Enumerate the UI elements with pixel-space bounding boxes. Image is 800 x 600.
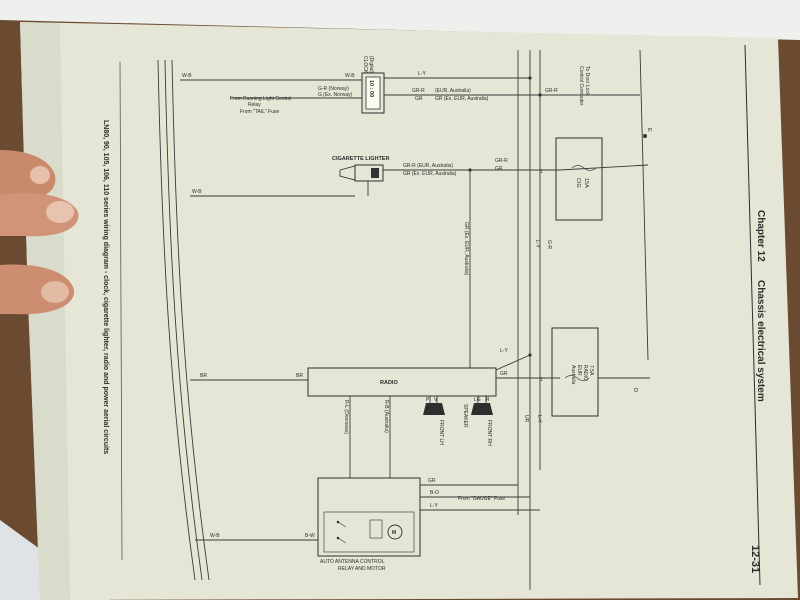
svg-text:W-B: W-B <box>182 73 192 79</box>
svg-text:L-Y: L-Y <box>536 415 542 423</box>
svg-text:W-B: W-B <box>192 189 202 195</box>
svg-text:L-Y: L-Y <box>500 348 508 354</box>
svg-text:G-R (Norway): G-R (Norway) <box>318 86 349 92</box>
svg-text:From "TAIL" Fuse: From "TAIL" Fuse <box>240 109 280 115</box>
svg-text:L-Y: L-Y <box>534 240 540 248</box>
chapter-heading: Chapter 12 <box>755 210 766 262</box>
radio-wires: BR BR GR L-Y G-R L-Y 1 <box>190 240 560 383</box>
svg-text:BR: BR <box>296 373 303 379</box>
clock-sub-label: (Digital) <box>368 56 374 74</box>
clock-wires: W-B W-B L-Y GR-R GR (EUR, Australia) GR … <box>180 66 640 115</box>
svg-text:BR: BR <box>200 373 207 379</box>
svg-text:CIGARETTE LIGHTER: CIGARETTE LIGHTER <box>332 156 389 162</box>
svg-text:V: V <box>434 397 438 403</box>
svg-text:M: M <box>392 530 396 536</box>
left-bus-rails <box>157 59 210 581</box>
svg-text:B-W: B-W <box>305 533 315 539</box>
svg-text:GR-R: GR-R <box>545 88 558 94</box>
page-number: 12-31 <box>749 545 761 573</box>
speaker-right: FRONT RH LG R <box>471 396 493 446</box>
svg-text:Relay: Relay <box>248 102 261 108</box>
svg-text:7.5A: 7.5A <box>588 365 594 376</box>
connector-e: E <box>646 128 652 132</box>
section-heading: Chassis electrical system <box>755 280 766 402</box>
svg-text:From Running Light Control: From Running Light Control <box>230 96 291 102</box>
svg-text:R-L (Overseas): R-L (Overseas) <box>343 400 349 434</box>
svg-text:1: 1 <box>540 169 543 175</box>
svg-text:G-R: G-R <box>546 240 552 250</box>
svg-text:GR: GR <box>428 478 436 484</box>
svg-text:RADIO: RADIO <box>582 365 588 381</box>
svg-text:GR: GR <box>495 166 503 172</box>
svg-text:GR-R: GR-R <box>412 88 425 94</box>
right-vertical-wires <box>517 49 649 590</box>
clock-label: CLOCK <box>362 56 368 74</box>
fuse-cig: 15A CIG 1 <box>540 137 649 221</box>
svg-text:LG: LG <box>474 397 481 403</box>
svg-text:G (Ex. Norway): G (Ex. Norway) <box>318 92 353 98</box>
svg-text:GR-R (EUR, Australia): GR-R (EUR, Australia) <box>403 163 453 169</box>
speaker-left-label: FRONT LH <box>438 420 444 445</box>
fuse-radio: 7.5A RADIO EUR. Australia <box>551 327 650 417</box>
svg-text:W-B: W-B <box>210 533 220 539</box>
svg-text:R: R <box>486 397 490 403</box>
svg-text:GR (Ex. EUR, Australia): GR (Ex. EUR, Australia) <box>403 171 457 177</box>
junction-e <box>643 134 647 138</box>
svg-text:P: P <box>426 397 430 403</box>
background-sheet <box>0 0 800 40</box>
svg-text:GR: GR <box>500 371 508 377</box>
speaker-right-label: FRONT RH <box>486 420 492 446</box>
speaker-left: FRONT LH P V <box>423 396 445 445</box>
svg-text:CIG: CIG <box>575 178 581 188</box>
svg-text:GR (Ex. EUR, Australia): GR (Ex. EUR, Australia) <box>463 222 469 276</box>
svg-text:B-O: B-O <box>430 490 439 496</box>
radio-label: RADIO <box>380 380 398 386</box>
svg-text:W-B: W-B <box>345 73 355 79</box>
svg-text:L-Y: L-Y <box>430 503 438 509</box>
figure-caption: LN80, 90, 105, 106, 110 series wiring di… <box>102 120 109 454</box>
header-rule <box>744 44 761 586</box>
svg-text:R-B (Australia): R-B (Australia) <box>383 400 389 433</box>
radio: RADIO <box>307 367 497 397</box>
hand <box>0 150 79 315</box>
svg-text:15A: 15A <box>583 178 589 188</box>
svg-text:UR: UR <box>523 415 529 423</box>
antenna-wires: R-L (Overseas) R-B (Australia) GR B-O Fr… <box>195 396 542 541</box>
clock: CLOCK (Digital) 10 : 00 <box>361 56 385 114</box>
left-margin-rule <box>119 61 123 561</box>
svg-text:1: 1 <box>540 377 543 383</box>
antenna-label-1: AUTO ANTENNA CONTROL <box>320 559 385 565</box>
svg-text:Australia: Australia <box>570 365 576 385</box>
clock-display: 10 : 00 <box>368 80 374 97</box>
svg-text:GR (Ex. EUR, Australia): GR (Ex. EUR, Australia) <box>435 96 489 102</box>
svg-text:(EUR, Australia): (EUR, Australia) <box>435 88 471 94</box>
connector-d: D <box>632 388 638 392</box>
svg-text:GR: GR <box>415 96 423 102</box>
cigarette-lighter: CIGARETTE LIGHTER <box>332 156 389 182</box>
svg-text:To Door Lock: To Door Lock <box>584 66 590 96</box>
antenna-label-2: RELAY AND MOTOR <box>338 566 386 572</box>
cigarette-lighter-wires: GR-R (EUR, Australia) GR (Ex. EUR, Austr… <box>190 158 560 368</box>
svg-text:L-Y: L-Y <box>418 71 426 77</box>
antenna-relay-motor: M AUTO ANTENNA CONTROL RELAY AND MOTOR <box>317 477 421 572</box>
svg-text:From "GAUGE" Fuse: From "GAUGE" Fuse <box>458 496 505 502</box>
svg-text:EUR.: EUR. <box>576 365 582 377</box>
speaker-caption: SPEAKER <box>462 404 468 428</box>
manual-page <box>20 22 798 600</box>
svg-text:GR-R: GR-R <box>495 158 508 164</box>
svg-text:Control Computer: Control Computer <box>578 66 584 106</box>
